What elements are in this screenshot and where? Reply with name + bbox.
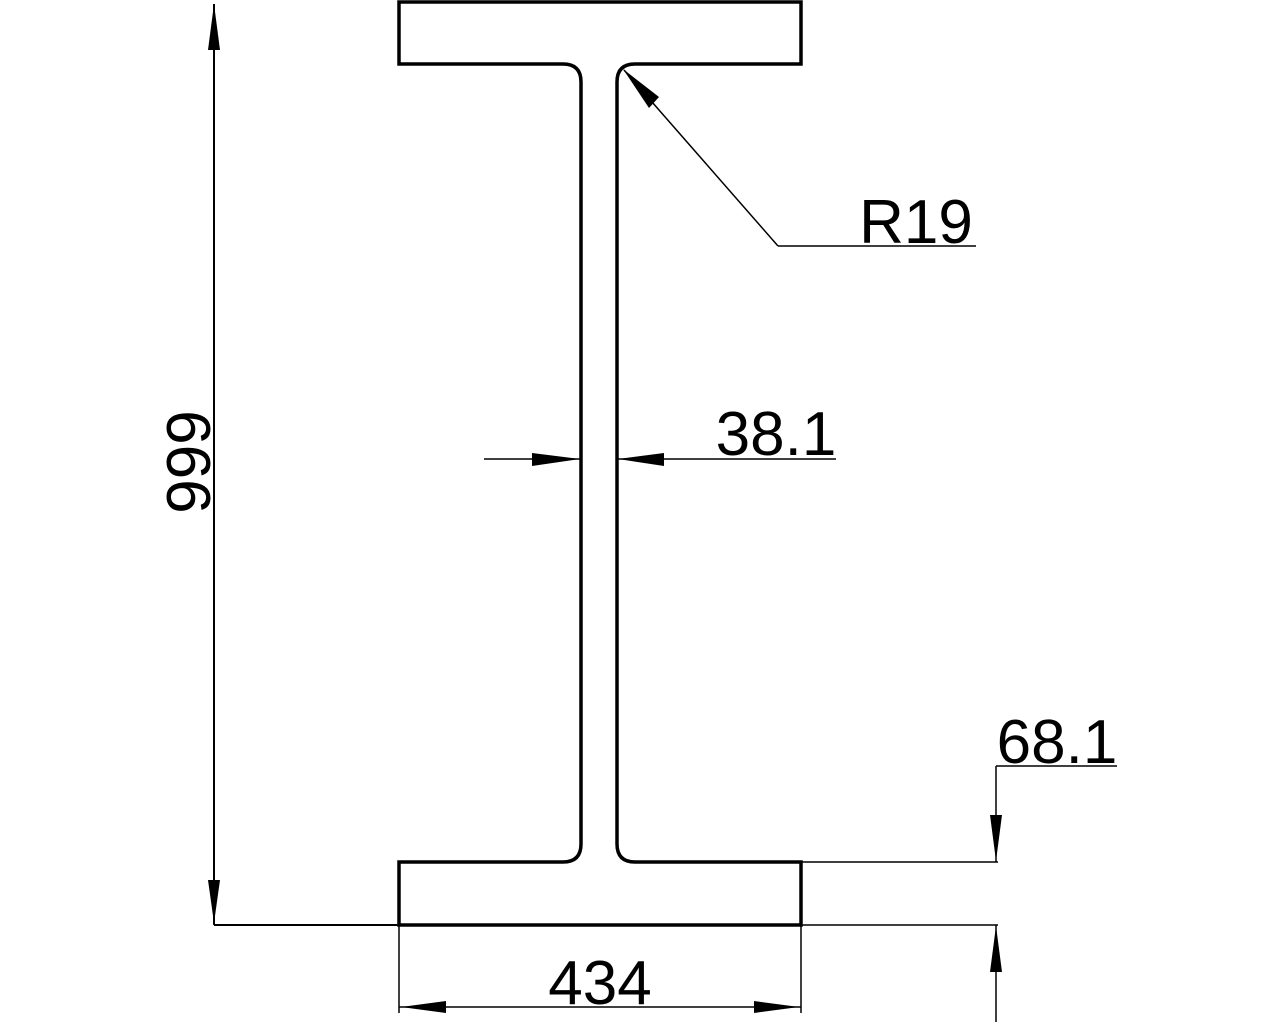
arrow-up-icon bbox=[208, 4, 220, 50]
arrow-up-icon bbox=[990, 926, 1002, 972]
arrow-right-icon bbox=[532, 453, 580, 466]
arrow-left-icon bbox=[618, 453, 664, 466]
arrow-down-icon bbox=[990, 815, 1002, 861]
web-thickness-dimension: 38.1 bbox=[484, 400, 836, 469]
height-label: 999 bbox=[155, 410, 224, 513]
width-dimension: 434 bbox=[398, 925, 802, 1018]
flange-thickness-label: 68.1 bbox=[997, 708, 1118, 777]
width-label: 434 bbox=[548, 949, 651, 1018]
flange-thickness-dimension: 68.1 bbox=[801, 708, 1117, 1022]
height-dimension: 999 bbox=[155, 4, 399, 926]
arrow-down-icon bbox=[208, 880, 220, 923]
fillet-radius-leader: R19 bbox=[623, 69, 976, 257]
arrow-right-icon bbox=[754, 1001, 799, 1013]
web-thickness-label: 38.1 bbox=[716, 400, 837, 469]
arrow-icon bbox=[623, 69, 659, 108]
arrow-left-icon bbox=[401, 1001, 446, 1013]
fillet-radius-label: R19 bbox=[859, 188, 973, 257]
